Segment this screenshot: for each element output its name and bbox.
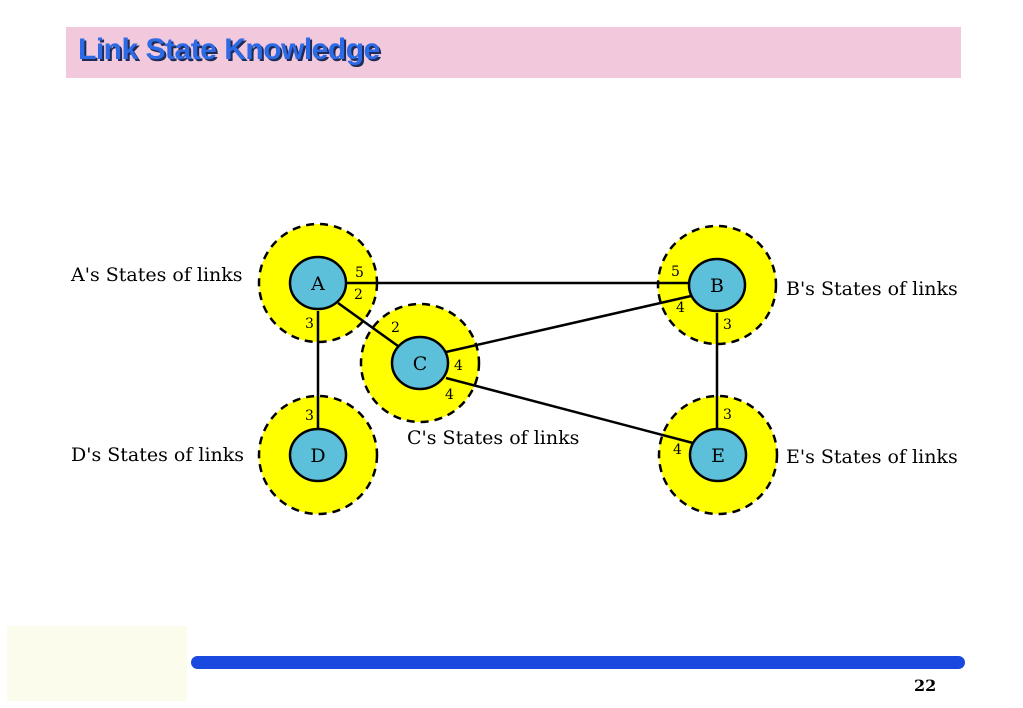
weight-c-ce: 4 (445, 387, 454, 403)
weight-a-ac: 2 (354, 287, 363, 303)
caption-d: D's States of links (71, 444, 244, 466)
edge-c-b (445, 294, 692, 354)
node-a-label: A (310, 273, 325, 295)
node-a: A (288, 255, 348, 311)
caption-e: E's States of links (786, 446, 958, 468)
node-d: D (288, 427, 348, 483)
footer-corner-box (7, 626, 187, 701)
node-b: B (687, 257, 747, 313)
edge-c-e (445, 376, 694, 445)
edges (316, 281, 719, 445)
weight-d-ad: 3 (305, 408, 314, 424)
footer-bar (191, 656, 965, 669)
captions: A's States of links B's States of links … (70, 264, 958, 468)
weight-b-ab: 5 (671, 264, 680, 280)
weight-b-be: 3 (723, 317, 732, 333)
slide-title: Link State Knowledge (78, 33, 380, 66)
edge-a-c (337, 301, 399, 348)
link-weights: 5 2 3 5 4 3 2 4 4 3 3 4 (305, 264, 732, 458)
weight-e-ce: 4 (673, 442, 682, 458)
node-e: E (688, 427, 748, 483)
node-d-label: D (310, 445, 325, 467)
node-c-label: C (413, 353, 428, 375)
node-e-label: E (711, 445, 725, 467)
node-c: C (390, 335, 450, 391)
weight-a-ab: 5 (355, 265, 364, 281)
weight-b-bc: 4 (676, 300, 685, 316)
caption-c: C's States of links (407, 427, 579, 449)
title-bar: Link State Knowledge (66, 27, 961, 78)
nodes: A B C D E (288, 255, 748, 483)
node-b-label: B (710, 275, 724, 297)
page-number: 22 (914, 676, 937, 695)
caption-a: A's States of links (70, 264, 243, 286)
caption-b: B's States of links (786, 278, 958, 300)
weight-c-bc: 4 (454, 358, 463, 374)
weight-a-ad: 3 (305, 316, 314, 332)
weight-e-be: 3 (723, 407, 732, 423)
weight-c-ac: 2 (391, 320, 400, 336)
